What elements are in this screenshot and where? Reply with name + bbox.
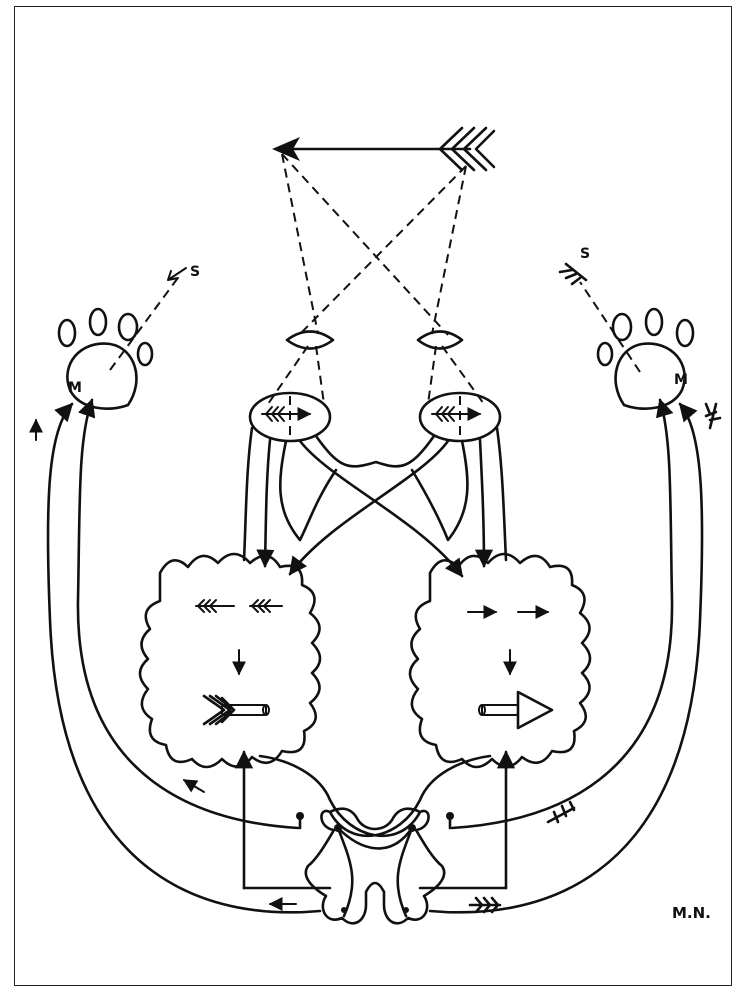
right-cortex xyxy=(410,554,590,767)
stimulus-label-left: S xyxy=(190,264,200,280)
right-eye xyxy=(420,393,500,441)
light-rays xyxy=(268,154,484,404)
side-arrows xyxy=(36,420,296,904)
stimulus-arrow xyxy=(272,128,494,170)
motor-pathways xyxy=(244,752,506,888)
motor-label-right: M xyxy=(674,372,688,388)
left-paw: S M xyxy=(59,264,200,409)
stimulus-label-right: S xyxy=(580,246,590,262)
brainstem xyxy=(306,809,444,924)
left-cortex xyxy=(140,554,320,767)
optic-pathways xyxy=(244,428,506,576)
side-feathers xyxy=(470,404,720,912)
left-eye xyxy=(250,393,330,441)
right-lens xyxy=(418,332,462,349)
right-paw: S M xyxy=(560,246,693,409)
artist-signature: M.N. xyxy=(672,904,711,922)
motor-label-left: M xyxy=(68,380,82,396)
left-lens xyxy=(287,332,333,349)
